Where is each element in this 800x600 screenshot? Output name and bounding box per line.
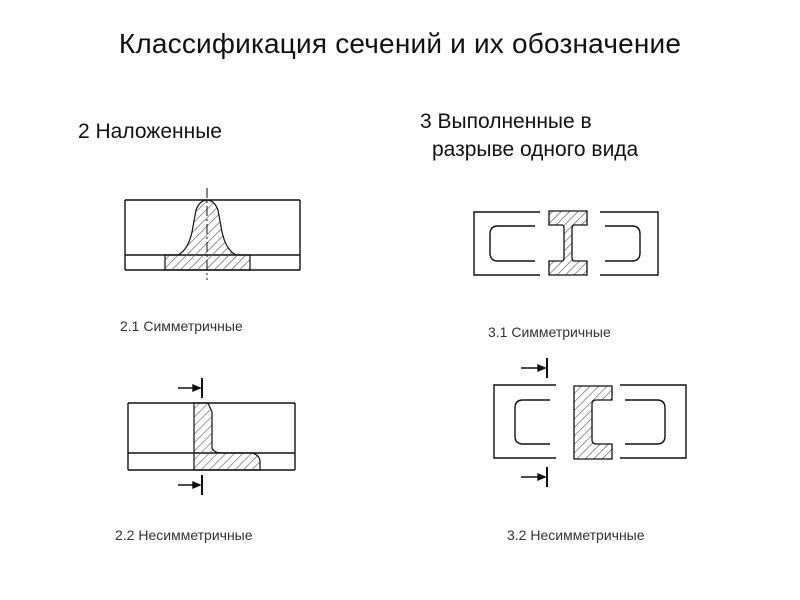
caption-3-1: 3.1 Симметричные (488, 324, 611, 340)
figure-3-1-symmetric-in-break (473, 210, 659, 276)
heading-in-break: 3 Выполненные в разрыве одного вида (420, 108, 638, 164)
heading-in-break-line1: 3 Выполненные в (420, 110, 592, 133)
heading-in-break-line2: разрыве одного вида (432, 138, 639, 161)
caption-2-2: 2.2 Несимметричные (115, 527, 253, 543)
caption-3-2: 3.2 Несимметричные (507, 527, 645, 543)
figure-3-2-asymmetric-in-break (493, 358, 687, 487)
heading-superimposed: 2 Наложенные (78, 120, 222, 143)
caption-2-1: 2.1 Симметричные (120, 318, 243, 334)
figure-2-1-symmetric-superimposed (124, 188, 301, 280)
page-title: Классификация сечений и их обозначение (118, 28, 682, 59)
figure-2-2-asymmetric-superimposed (127, 378, 296, 495)
